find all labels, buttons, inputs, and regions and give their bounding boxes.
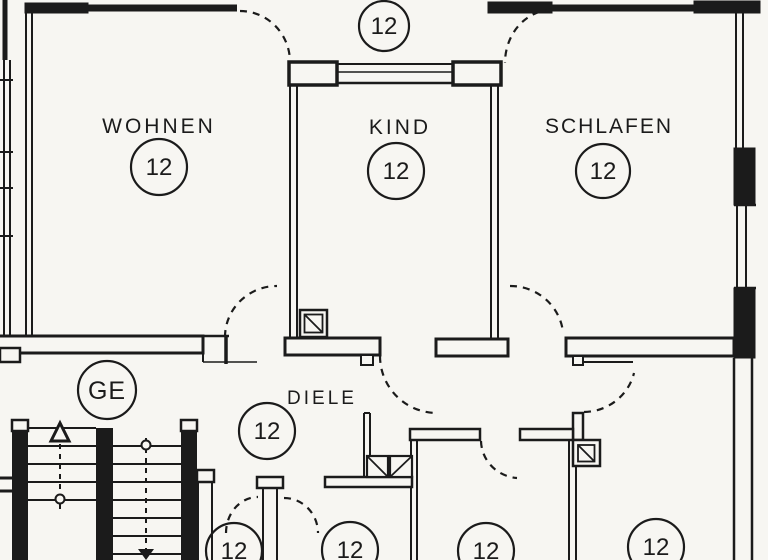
room-label-diele: DIELE [287,388,357,409]
circle-bottom-2 [320,520,380,560]
circle-diele [237,401,297,461]
walkline-arrow-down [138,549,154,560]
room-label-kind: KIND [369,116,431,139]
circle-wohnen [129,137,189,197]
window-pier [451,60,503,87]
shaft-symbol [571,438,602,468]
window-pier [287,60,339,87]
number-bottom-2: 12 [337,537,364,560]
circle-ge [76,359,138,421]
number-schlafen: 12 [590,158,617,185]
number-diele: 12 [254,418,281,445]
shaft-symbol [365,454,414,479]
circle-balcony [357,0,411,53]
number-bottom-1: 12 [221,538,248,560]
number-wohnen: 12 [146,154,173,181]
stair-walk-lines [48,419,154,560]
number-balcony: 12 [371,13,398,40]
door-swing-arcs [223,8,636,534]
label-ge: GE [88,377,126,405]
circle-bottom-4 [626,517,686,560]
staircase [10,418,199,560]
circle-schlafen [574,142,632,200]
walkline-start-triangle [48,419,72,443]
circle-kind [366,141,426,201]
circle-bottom-1 [204,521,264,560]
room-label-schlafen: SCHLAFEN [545,115,673,138]
number-kind: 12 [383,158,410,185]
room-number-circles [76,0,686,560]
number-bottom-4: 12 [643,534,670,560]
room-label-wohnen: WOHNEN [102,115,216,138]
shaft-symbol [298,308,329,339]
circle-bottom-3 [456,521,516,560]
number-bottom-3: 12 [473,538,500,560]
